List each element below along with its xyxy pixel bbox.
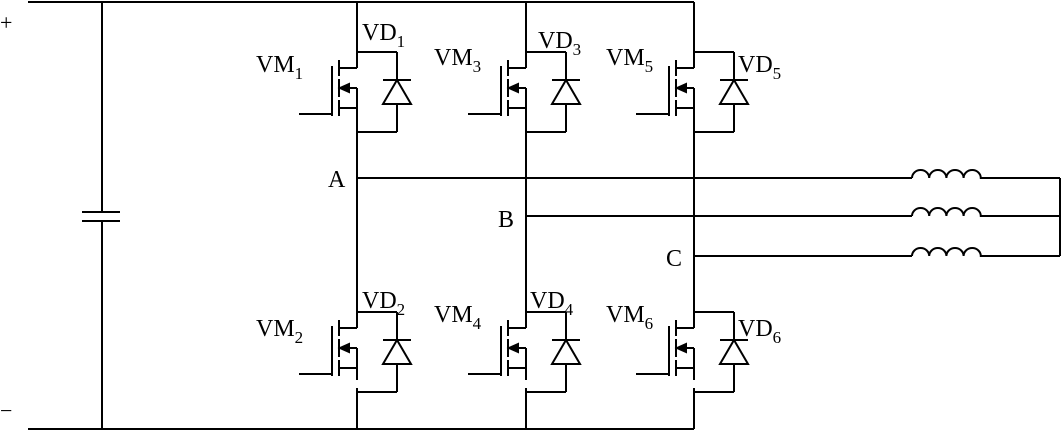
diode-symbol [526,311,582,393]
mosfet-label-subscript: 2 [295,328,304,347]
mosfet-label-base: VM [606,45,645,71]
diode-label-base: VD [738,316,773,342]
diode-triangle [718,338,750,365]
diode-triangle [381,338,413,365]
mosfet-label-base: VM [256,52,295,78]
mosfet-label-base: VM [256,316,295,342]
diode-triangle [381,78,413,105]
node-b-label: B [498,207,514,233]
diode-label-subscript: 6 [773,328,782,347]
mosfet-label: VM6 [606,302,653,333]
mosfet-symbol [636,56,695,120]
body-arrow [337,82,350,94]
body-arrow [337,342,350,354]
mosfet-label-base: VM [434,45,473,71]
diode-label: VD4 [530,288,574,319]
diode-symbol [357,311,413,393]
diode-label-subscript: 1 [397,32,406,51]
body-arrow [506,342,519,354]
mosfet-label: VM1 [256,52,303,83]
diode-label: VD6 [738,316,781,347]
diode-label-base: VD [738,52,773,78]
mosfet-label: VM2 [256,316,303,347]
node-a-label: A [328,167,346,193]
diode-symbol [694,51,750,133]
diode-symbol [694,311,750,393]
mosfet-label: VM5 [606,45,653,76]
mosfet-label-subscript: 5 [645,57,654,76]
phase-b-inductor [911,207,1060,217]
mosfet-label: VM3 [434,45,481,76]
diode-label-base: VD [362,288,397,314]
diode-triangle [550,338,582,365]
mosfet-label-base: VM [434,302,473,328]
node-c-label: C [666,246,682,272]
mosfet-label-subscript: 4 [473,314,482,333]
mosfet-label-subscript: 3 [473,57,482,76]
mosfet-symbol [299,56,358,120]
diode-triangle [718,78,750,105]
mosfet-symbol [299,316,358,380]
diode-label: VD1 [362,20,405,51]
mosfet-label-subscript: 1 [295,64,304,83]
body-arrow [674,82,687,94]
body-arrow [674,342,687,354]
diode-symbol [526,51,582,133]
diode-label-subscript: 4 [565,300,574,319]
dc-link-capacitor [82,2,120,429]
diode-label: VD2 [362,288,405,319]
mosfet-symbol [636,316,695,380]
diode-label: VD5 [738,52,781,83]
diode-label-base: VD [530,288,565,314]
diode-label-subscript: 3 [573,40,582,59]
body-arrow [506,82,519,94]
mosfet-label-base: VM [606,302,645,328]
mosfet-symbol [468,56,527,120]
mosfet-label: VM4 [434,302,482,333]
phase-a-inductor [911,169,1060,179]
diode-label-subscript: 2 [397,300,406,319]
mosfet-label-subscript: 6 [645,314,654,333]
dc-plus-terminal-label: + [0,10,12,35]
diode-label: VD3 [538,28,581,59]
phase-c-inductor [911,247,1060,257]
diode-symbol [357,51,413,133]
diode-triangle [550,78,582,105]
diode-label-base: VD [538,28,573,54]
diode-label-base: VD [362,20,397,46]
mosfet-symbol [468,316,527,380]
dc-minus-terminal-label: − [0,398,12,423]
diode-label-subscript: 5 [773,64,782,83]
